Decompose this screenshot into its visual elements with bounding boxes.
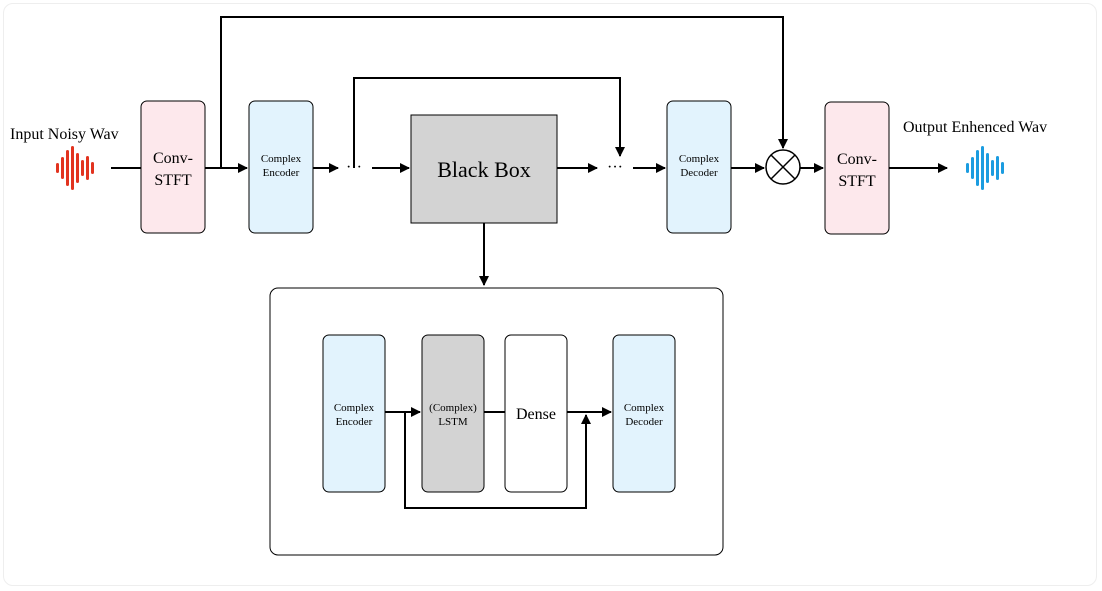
complex-decoder-line1: Complex <box>679 153 720 165</box>
waveform-bar <box>71 146 74 190</box>
detail-decoder-block: Complex Decoder <box>612 334 676 493</box>
waveform-bar <box>76 153 79 183</box>
detail-dense-label: Dense <box>516 406 556 423</box>
waveform-bar <box>66 150 69 186</box>
ellipsis-right: ··· <box>607 159 623 176</box>
input-label: Input Noisy Wav <box>10 126 119 143</box>
complex-encoder-block: Complex Encoder <box>248 100 314 234</box>
waveform-bar <box>91 162 94 174</box>
detail-lstm-box <box>421 334 485 493</box>
detail-lstm-line1: (Complex) <box>429 402 477 414</box>
detail-encoder-box <box>322 334 386 493</box>
waveform-bar <box>991 160 994 176</box>
waveform-bar <box>966 163 969 173</box>
detail-decoder-line1: Complex <box>624 402 665 414</box>
conv-stft-input-box <box>140 100 206 234</box>
complex-decoder-line2: Decoder <box>680 167 718 179</box>
waveform-bar <box>81 160 84 176</box>
black-box-rect <box>410 114 558 224</box>
detail-decoder-line2: Decoder <box>625 416 663 428</box>
conv-stft-input-line1: Conv- <box>153 150 193 167</box>
waveform-bar <box>56 163 59 173</box>
conv-stft-input-line2: STFT <box>154 172 192 189</box>
waveform-bar <box>986 153 989 183</box>
waveform-bar <box>971 157 974 179</box>
detail-dense-box <box>504 334 568 493</box>
detail-dense-block: Dense <box>504 334 568 493</box>
output-waveform-icon <box>966 146 1004 190</box>
conv-stft-output-box <box>824 101 890 235</box>
waveform-bar <box>86 156 89 180</box>
black-box-label: Black Box <box>437 157 531 182</box>
conv-stft-output-line2: STFT <box>838 173 876 190</box>
skip-connection-inner <box>353 77 625 168</box>
conv-stft-output-line1: Conv- <box>837 151 877 168</box>
conv-stft-input-block: Conv- STFT <box>140 100 206 234</box>
black-box-block: Black Box <box>410 114 558 224</box>
multiply-node <box>765 149 801 185</box>
conv-stft-output-block: Conv- STFT <box>824 101 890 235</box>
skip-connection-outer <box>220 16 788 168</box>
complex-encoder-line2: Encoder <box>263 167 300 179</box>
output-label: Output Enhenced Wav <box>903 119 1047 136</box>
detail-encoder-line1: Complex <box>334 402 375 414</box>
complex-decoder-block: Complex Decoder <box>666 100 732 234</box>
complex-encoder-line1: Complex <box>261 153 302 165</box>
waveform-bar <box>976 150 979 186</box>
detail-encoder-line2: Encoder <box>336 416 373 428</box>
detail-lstm-line2: LSTM <box>438 416 468 428</box>
waveform-bar <box>61 157 64 179</box>
detail-lstm-block: (Complex) LSTM <box>421 334 485 493</box>
waveform-bar <box>996 156 999 180</box>
detail-decoder-box <box>612 334 676 493</box>
waveform-bar <box>981 146 984 190</box>
input-waveform-icon <box>56 146 94 190</box>
detail-skip-connection <box>404 412 591 509</box>
detail-encoder-block: Complex Encoder <box>322 334 386 493</box>
waveform-bar <box>1001 162 1004 174</box>
